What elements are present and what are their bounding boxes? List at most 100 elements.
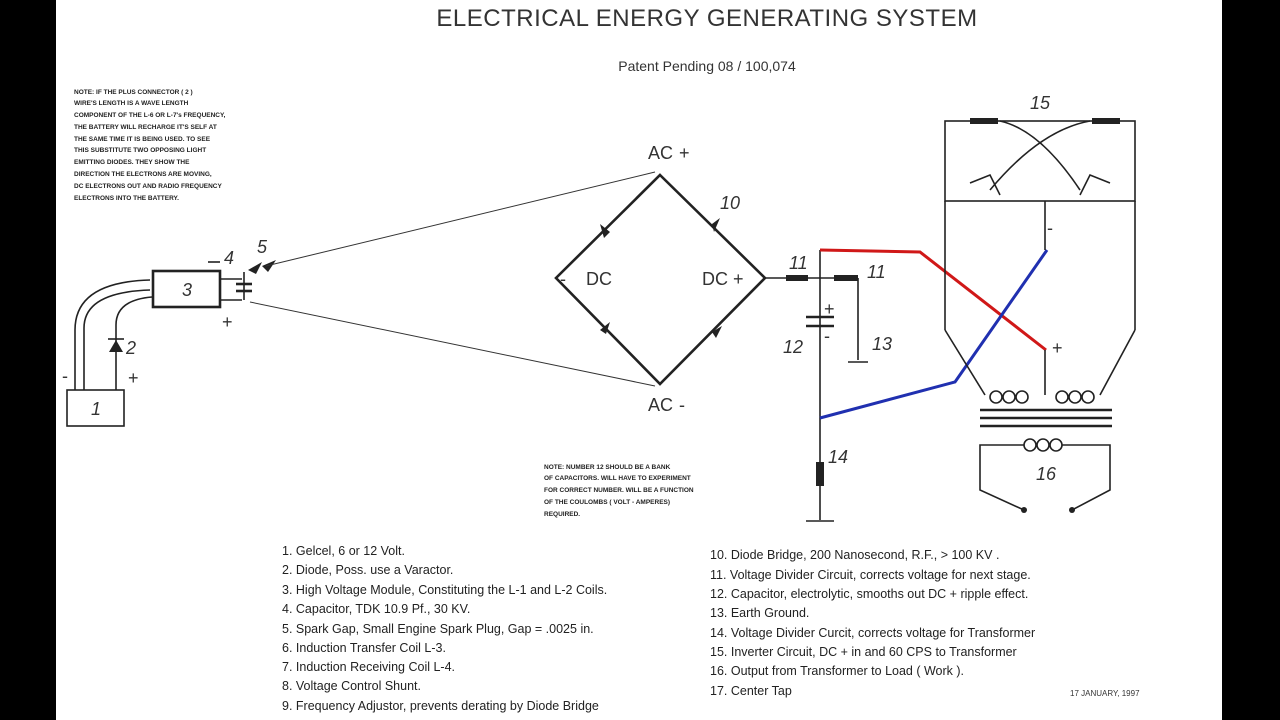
transformer-secondary xyxy=(1023,438,1063,452)
diagram-subtitle: Patent Pending 08 / 100,074 xyxy=(618,58,796,74)
note-top-line: NOTE: IF THE PLUS CONNECTOR ( 2 ) xyxy=(74,89,193,96)
note-mid-line: OF THE COULOMBS ( VOLT - AMPERES) xyxy=(544,499,670,506)
transformer-plus: + xyxy=(1052,338,1063,358)
legend-item: 16. Output from Transformer to Load ( Wo… xyxy=(710,664,964,678)
dc-plus-sign: + xyxy=(733,269,744,289)
diagram-date: 17 JANUARY, 1997 xyxy=(1070,689,1140,698)
label-1: 1 xyxy=(91,399,101,419)
hv-module-box xyxy=(151,269,222,309)
inverter-resistor-2 xyxy=(1092,118,1120,124)
label-12: 12 xyxy=(783,337,803,357)
output-terminal-2 xyxy=(1069,507,1075,513)
legend-item: 10. Diode Bridge, 200 Nanosecond, R.F., … xyxy=(710,548,999,562)
note-top-line: WIRE'S LENGTH IS A WAVE LENGTH xyxy=(74,100,189,107)
label-dc-plus: DC xyxy=(702,269,728,289)
legend-item: 5. Spark Gap, Small Engine Spark Plug, G… xyxy=(282,622,594,636)
resistor-11a xyxy=(786,275,808,281)
wire-negative-battery xyxy=(74,279,151,390)
spark-gap-5-arrow-2 xyxy=(262,260,276,272)
label-11a: 11 xyxy=(789,253,808,273)
label-5: 5 xyxy=(257,237,268,257)
module-plus: + xyxy=(222,312,233,332)
note-mid-line: OF CAPACITORS. WILL HAVE TO EXPERIMENT xyxy=(544,475,691,482)
note-mid-line: REQUIRED. xyxy=(544,511,580,518)
inverter-box xyxy=(944,120,1136,202)
inverter-resistor xyxy=(970,118,998,124)
resistor-11b xyxy=(834,275,858,281)
note-top-line: THE BATTERY WILL RECHARGE IT'S SELF AT xyxy=(74,124,217,131)
note-top-line: ELECTRONS INTO THE BATTERY. xyxy=(74,195,179,202)
note-top: NOTE: IF THE PLUS CONNECTOR ( 2 ) WIRE'S… xyxy=(74,89,226,202)
legend-item: 11. Voltage Divider Circuit, corrects vo… xyxy=(710,568,1031,582)
label-2: 2 xyxy=(125,338,136,358)
label-4: 4 xyxy=(224,248,234,268)
cap12-minus: - xyxy=(824,326,830,346)
note-top-line: DIRECTION THE ELECTRONS ARE MOVING, xyxy=(74,171,212,178)
output-terminal xyxy=(1021,507,1027,513)
legend-item: 3. High Voltage Module, Constituting the… xyxy=(282,583,607,597)
note-top-line: THE SAME TIME IT IS BEING USED. TO SEE xyxy=(74,136,211,143)
legend-item: 4. Capacitor, TDK 10.9 Pf., 30 KV. xyxy=(282,602,470,616)
legend-item: 8. Voltage Control Shunt. xyxy=(282,679,421,693)
label-14: 14 xyxy=(828,447,848,467)
battery-plus: + xyxy=(128,368,139,388)
inverter-minus: - xyxy=(1047,218,1053,238)
label-dc-minus: DC xyxy=(586,269,612,289)
diagram-title: ELECTRICAL ENERGY GENERATING SYSTEM xyxy=(436,5,977,32)
bridge-diode xyxy=(600,322,610,334)
legend-right: 10. Diode Bridge, 200 Nanosecond, R.F., … xyxy=(710,548,1035,698)
legend-item: 15. Inverter Circuit, DC + in and 60 CPS… xyxy=(710,645,1017,659)
note-mid: NOTE: NUMBER 12 SHOULD BE A BANK OF CAPA… xyxy=(544,464,694,518)
ac-minus-sign: - xyxy=(679,395,685,415)
transformer-primary xyxy=(989,390,1095,404)
output-wire-right xyxy=(1062,444,1111,511)
note-mid-line: NOTE: NUMBER 12 SHOULD BE A BANK xyxy=(544,464,671,471)
note-top-line: COMPONENT OF THE L-6 OR L-7's FREQUENCY, xyxy=(74,112,226,119)
battery-minus: - xyxy=(62,366,68,386)
inverter-left-taper xyxy=(944,329,986,396)
wire-positive-battery xyxy=(115,296,153,390)
label-13: 13 xyxy=(872,334,892,354)
label-3: 3 xyxy=(182,280,192,300)
transistor-right xyxy=(1079,173,1111,196)
label-10: 10 xyxy=(720,193,740,213)
output-wire-left xyxy=(979,444,1025,511)
ac-plus-sign: + xyxy=(679,143,690,163)
inverter-right-taper xyxy=(1099,329,1136,396)
legend-item: 9. Frequency Adjustor, prevents derating… xyxy=(282,699,599,713)
legend-item: 14. Voltage Divider Curcit, corrects vol… xyxy=(710,626,1035,640)
spark-gap-5-arrow xyxy=(248,262,262,274)
legend-item: 7. Induction Receiving Coil L-4. xyxy=(282,660,455,674)
inverter-cross-wire-2 xyxy=(989,120,1091,191)
negative-wire xyxy=(819,249,1049,420)
diode-bridge xyxy=(554,173,767,386)
bridge-diode xyxy=(712,326,722,338)
diode-2-symbol xyxy=(109,340,123,352)
legend-item: 12. Capacitor, electrolytic, smooths out… xyxy=(710,587,1028,601)
label-16: 16 xyxy=(1036,464,1057,484)
label-ac-minus: AC xyxy=(648,395,673,415)
inverter-cross-wire xyxy=(999,120,1081,191)
bridge-diode xyxy=(712,218,720,232)
transmission-line-top xyxy=(265,171,656,267)
legend-item: 17. Center Tap xyxy=(710,684,792,698)
label-15: 15 xyxy=(1030,93,1051,113)
label-11b: 11 xyxy=(867,262,886,282)
legend-item: 6. Induction Transfer Coil L-3. xyxy=(282,641,446,655)
wire-negative-battery-2 xyxy=(83,289,151,390)
note-top-line: THIS SUBSTITUTE TWO OPPOSING LIGHT xyxy=(74,147,206,154)
cap12-plus: + xyxy=(824,299,835,319)
battery-box xyxy=(66,389,125,427)
schematic-sheet xyxy=(56,0,1222,720)
transmission-line-bottom xyxy=(249,301,656,387)
bridge-diode xyxy=(600,224,610,238)
legend-left: 1. Gelcel, 6 or 12 Volt. 2. Diode, Poss.… xyxy=(282,544,607,713)
legend-item: 13. Earth Ground. xyxy=(710,606,809,620)
resistor-14 xyxy=(816,462,824,486)
legend-item: 2. Diode, Poss. use a Varactor. xyxy=(282,563,453,577)
label-ac-plus: AC xyxy=(648,143,673,163)
dc-minus-sign: - xyxy=(560,269,566,289)
note-mid-line: FOR CORRECT NUMBER. WILL BE A FUNCTION xyxy=(544,487,694,494)
